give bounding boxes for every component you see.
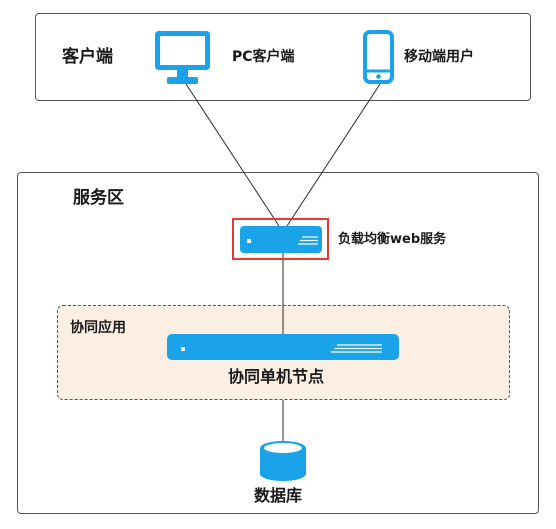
- client-zone-title: 客户端: [62, 47, 113, 67]
- collab-app-title: 协同应用: [70, 320, 126, 336]
- pc-client-label: PC客户端: [232, 49, 295, 65]
- load-balancer-highlight: [232, 218, 329, 260]
- mobile-user-label: 移动端用户: [404, 49, 474, 65]
- monitor-icon: [155, 31, 210, 84]
- load-balancer-label: 负载均衡web服务: [338, 232, 447, 247]
- database-icon: [260, 441, 306, 481]
- smartphone-icon: [363, 30, 394, 84]
- server-icon: [240, 226, 322, 253]
- standalone-node-label: 协同单机节点: [228, 367, 325, 386]
- client-zone: [35, 13, 531, 101]
- database-label: 数据库: [254, 486, 303, 505]
- server-icon: [167, 334, 399, 360]
- service-zone-title: 服务区: [73, 188, 124, 208]
